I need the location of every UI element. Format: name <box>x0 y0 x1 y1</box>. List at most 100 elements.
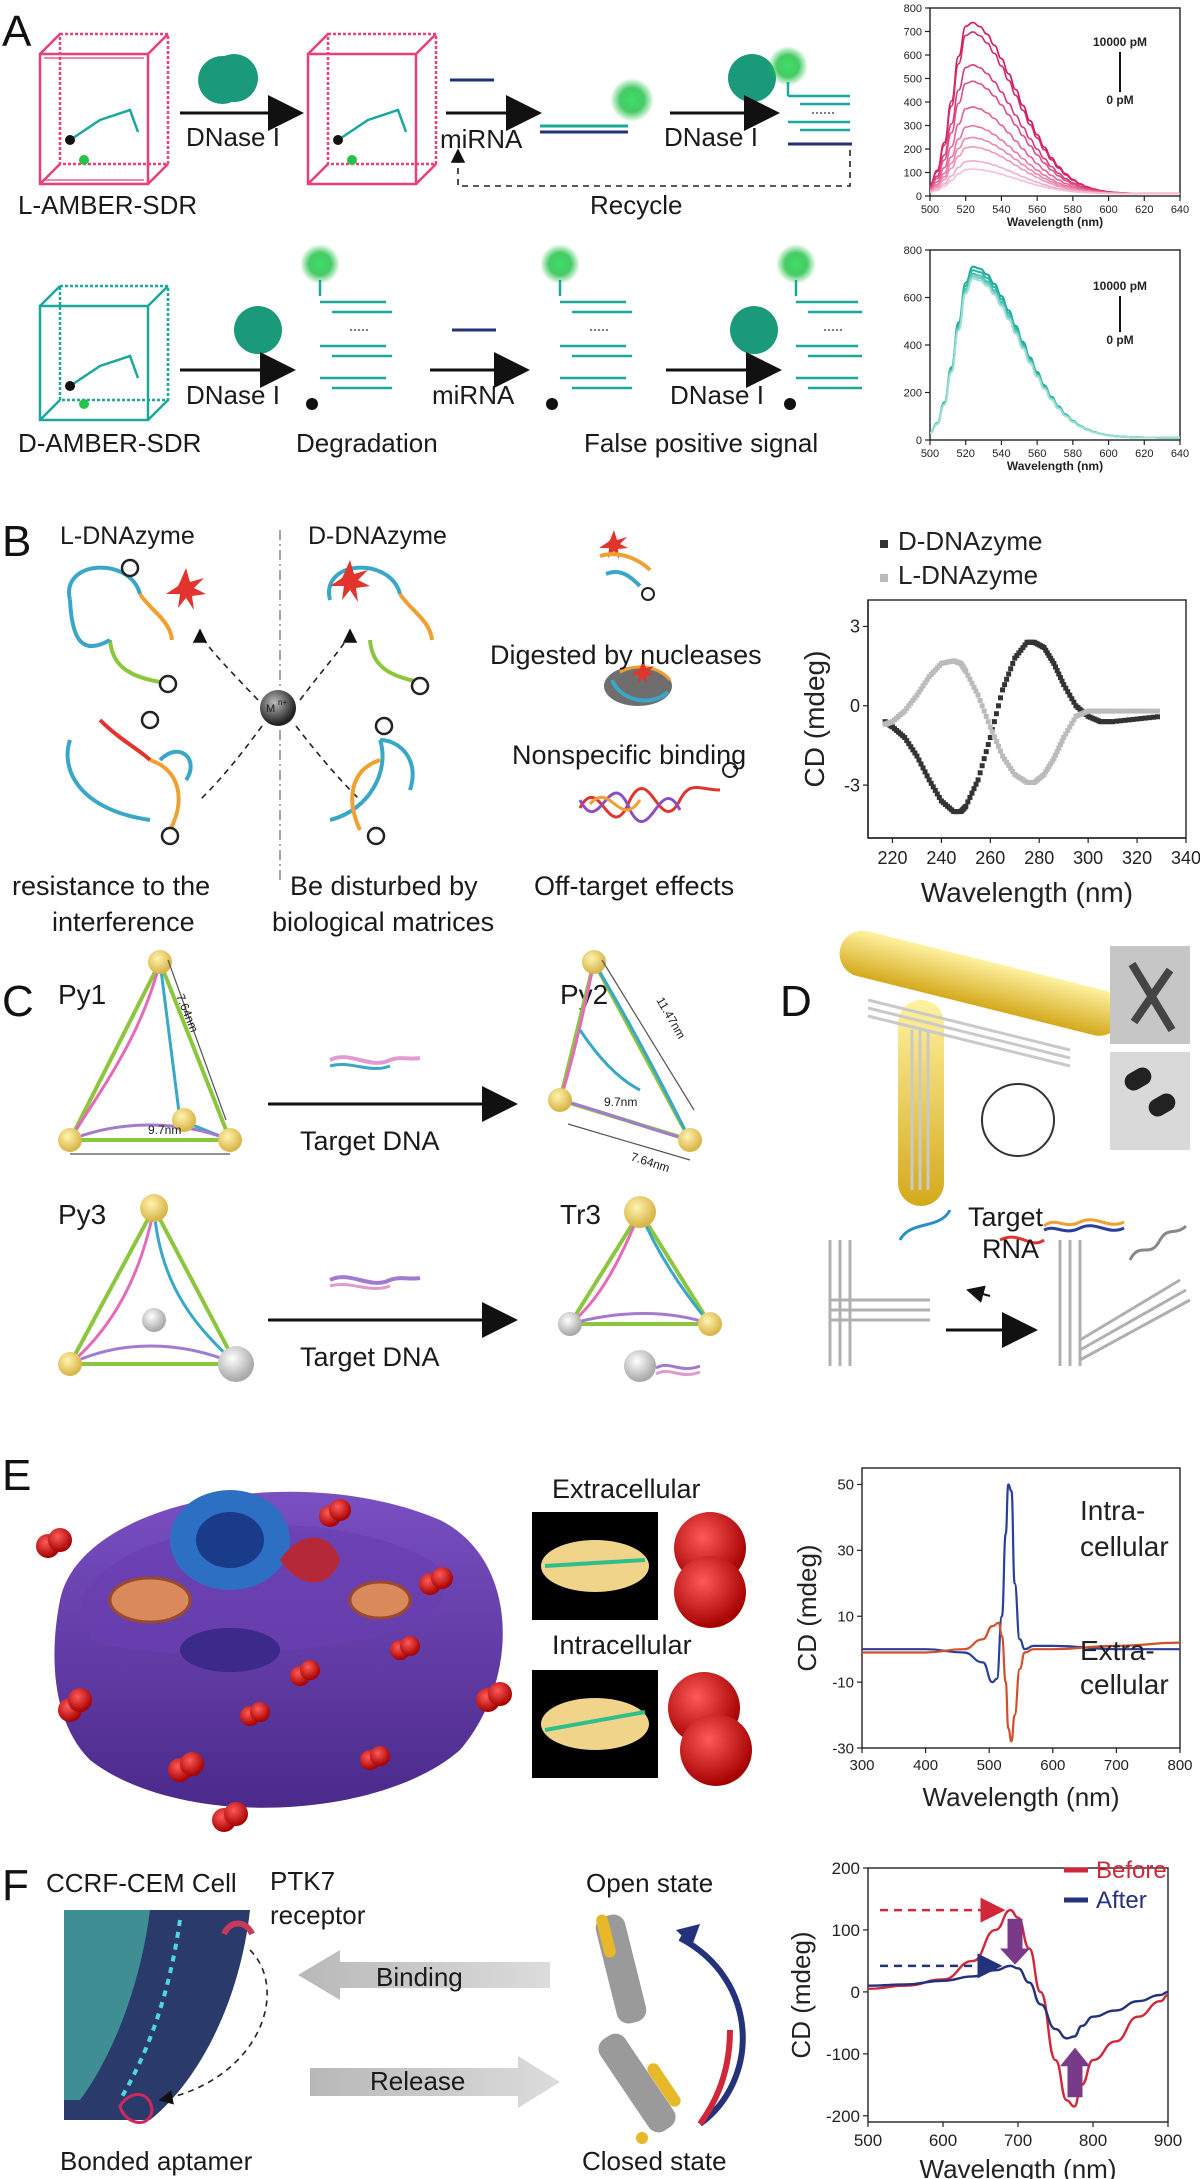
b-mid-caption-2: biological matrices <box>272 907 494 937</box>
cd-point <box>904 705 910 711</box>
cd-point <box>963 668 969 674</box>
cd-point <box>1063 685 1069 691</box>
cd-point <box>967 676 973 682</box>
c-dim-b: 9.7nm <box>148 1123 181 1137</box>
cd-point <box>920 683 926 689</box>
x-tick-label: 700 <box>1104 1757 1129 1774</box>
cd-point <box>1008 666 1014 672</box>
cd-point <box>995 743 1001 749</box>
x-tick-label: 540 <box>992 204 1010 216</box>
y-tick-label: 800 <box>904 245 922 257</box>
cd-point <box>1110 719 1116 725</box>
cd-point <box>1126 717 1132 723</box>
x-tick-label: 620 <box>1135 204 1153 216</box>
f-receptor-2: receptor <box>270 1900 366 1930</box>
b-mid-caption-1: Be disturbed by <box>290 871 478 901</box>
cd-point <box>1150 714 1156 720</box>
a-row2-name: D-AMBER-SDR <box>18 428 201 458</box>
c-dim-c: 11.47nm <box>653 995 688 1042</box>
cd-point <box>1138 708 1144 714</box>
y-axis-label: CD (mdeg) <box>786 1931 816 2058</box>
y-axis-label: CD (mdeg) <box>792 1544 822 1671</box>
cd-point <box>1130 708 1136 714</box>
y-tick-label: 200 <box>904 387 922 399</box>
legend-label: After <box>1096 1887 1147 1914</box>
cd-point <box>1051 660 1057 666</box>
cd-point <box>910 697 916 703</box>
metal-ion-label: M <box>266 703 275 715</box>
y-tick-label: -10 <box>832 1674 854 1691</box>
a-row2-step1: DNase I <box>186 380 280 410</box>
zoom-inset <box>981 1083 1055 1157</box>
y-tick-label: 500 <box>904 73 922 85</box>
cd-point <box>1016 650 1022 656</box>
a-recycle: Recycle <box>590 190 682 220</box>
cd-point <box>1010 768 1016 774</box>
f-receptor-1: PTK7 <box>270 1866 335 1896</box>
cd-point <box>1154 714 1160 720</box>
cd-point <box>908 744 914 750</box>
y-tick-label: -200 <box>826 2107 860 2126</box>
cd-point <box>1006 671 1012 677</box>
cd-point <box>918 686 924 692</box>
cd-point <box>1048 655 1054 661</box>
cd-point <box>1004 676 1010 682</box>
protein-blob-icon <box>604 666 672 706</box>
cd-point <box>1012 655 1018 661</box>
cd-point <box>1069 720 1075 726</box>
d-dnazyme-top <box>327 565 434 684</box>
a-row2-step3: DNase I <box>670 380 764 410</box>
x-tick-label: 600 <box>1099 204 1117 216</box>
fluorophore-dot <box>79 155 89 165</box>
x-tick-label: 300 <box>849 1757 874 1774</box>
cd-point <box>916 689 922 695</box>
dnase-icon-3 <box>234 306 282 355</box>
x-tick-label: 320 <box>1122 848 1152 868</box>
y-tick-label: 30 <box>837 1543 854 1560</box>
effect-icons <box>578 530 738 823</box>
y-tick-label: 700 <box>904 26 922 38</box>
panel-c-letter: C <box>2 977 34 1026</box>
cd-point <box>977 770 983 776</box>
cd-point <box>912 695 918 701</box>
x-tick-label: 600 <box>929 2131 957 2150</box>
cd-point <box>991 719 997 725</box>
c-dim-d: 9.7nm <box>604 1095 637 1109</box>
b-left-caption-2: interference <box>52 907 195 937</box>
cd-point <box>906 703 912 709</box>
x-axis-label: Wavelength (nm) <box>920 2154 1117 2179</box>
cd-point <box>1018 647 1024 653</box>
x-tick-label: 600 <box>1099 448 1117 460</box>
f-aptamer: Bonded aptamer <box>60 2146 253 2176</box>
c-dim-a: 7.64nm <box>173 992 201 1034</box>
cd-point <box>1059 738 1065 744</box>
d-amber-cube <box>38 284 170 422</box>
cd-point <box>981 756 987 762</box>
x-axis-label: Wavelength (nm) <box>923 1782 1120 1812</box>
cd-point <box>1044 650 1050 656</box>
dna-origami-bundle <box>867 998 1071 1190</box>
cd-point <box>908 700 914 706</box>
y-tick-label: 400 <box>904 97 922 109</box>
cd-point <box>1000 687 1006 693</box>
panel-f: F CCRF-CEM Cell PTK7 receptor Binding Re… <box>2 1857 1182 2179</box>
cd-point <box>1138 716 1144 722</box>
cd-point <box>1130 716 1136 722</box>
cd-point <box>971 786 977 792</box>
cd-point <box>987 724 993 730</box>
cd-point <box>1008 765 1014 771</box>
legend-label: Before <box>1096 1857 1167 1884</box>
cd-point <box>1043 647 1049 653</box>
legend-swatch <box>880 540 888 548</box>
x-axis-label: Wavelength (nm) <box>921 877 1133 908</box>
cd-point <box>1126 708 1132 714</box>
emission-curve <box>929 277 1181 439</box>
panel-c: C Py1 Py2 Py3 Tr3 7.64nm 9.7nm Target DN… <box>2 950 722 1382</box>
cd-point <box>912 750 918 756</box>
y-tick-label: 100 <box>832 1921 860 1940</box>
cd-point <box>991 734 997 740</box>
cd-point <box>983 713 989 719</box>
cd-point <box>1056 671 1062 677</box>
a-top-annotation-high: 10000 pM <box>1093 35 1147 49</box>
gold-nanorod-horizontal <box>839 930 1123 1036</box>
